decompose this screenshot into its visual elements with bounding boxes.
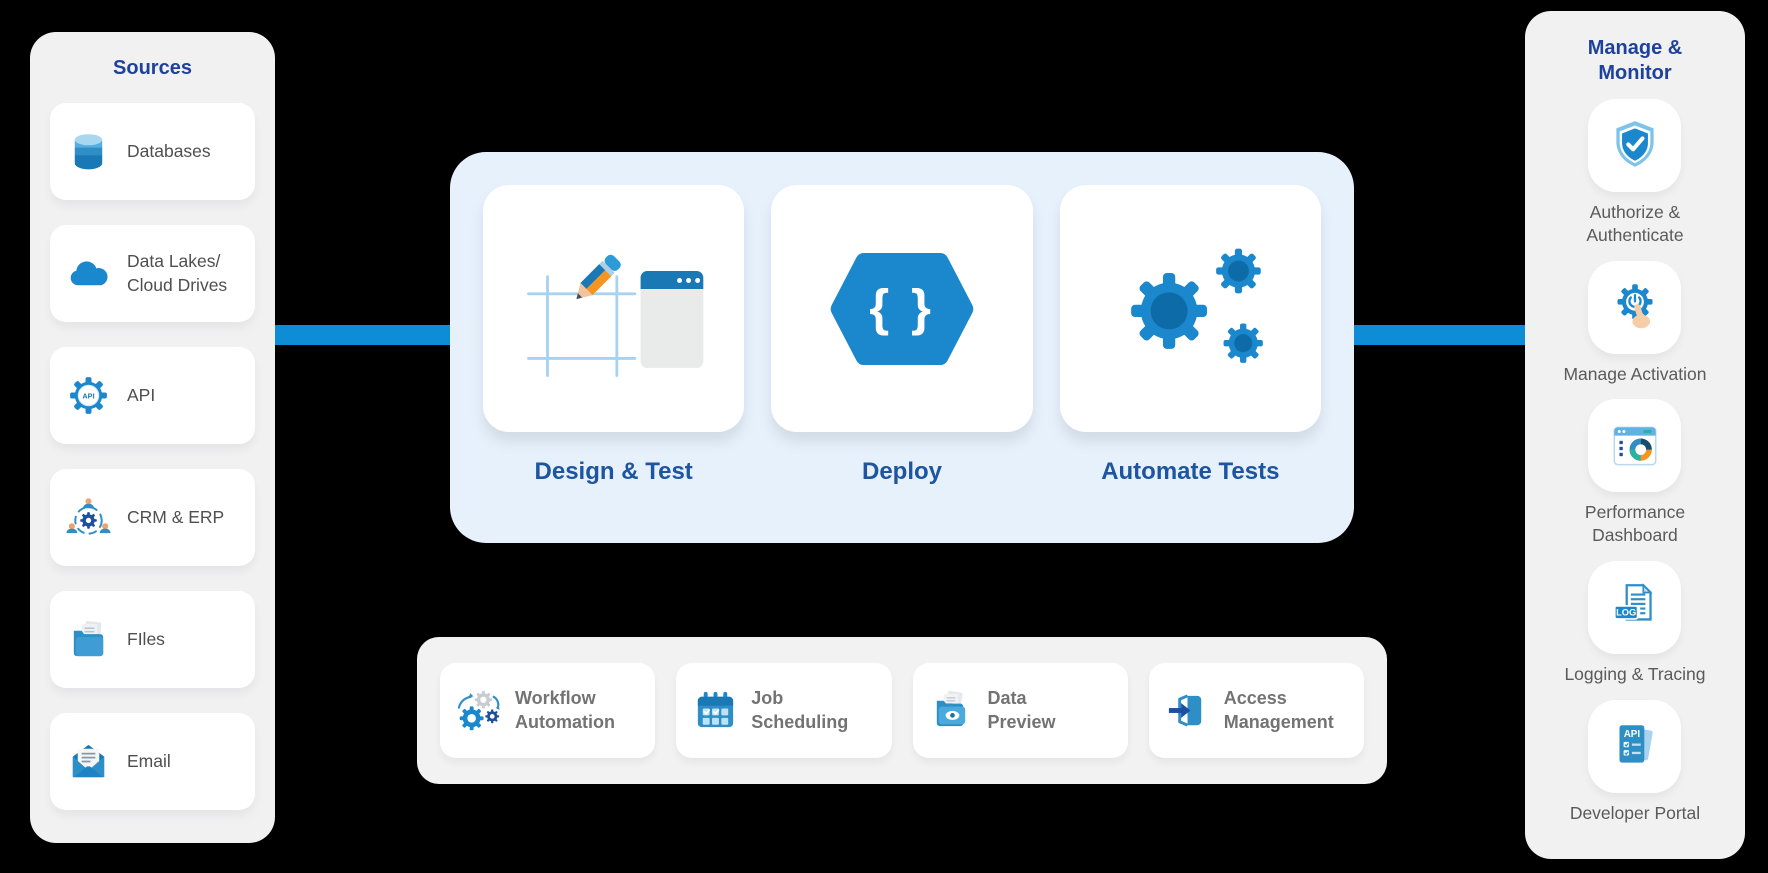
deploy-icon: { } [830, 252, 974, 365]
source-card-email: Email [50, 713, 255, 810]
svg-text:{ }: { } [869, 279, 935, 336]
developer-portal-icon: API [1619, 725, 1653, 763]
feature-label: Data Preview [987, 688, 1056, 732]
manage-tile: LOG [1588, 560, 1682, 654]
crm-erp-icon [66, 498, 111, 535]
stage-deploy: { } Deploy [771, 185, 1033, 543]
feature-workflow-automation: Workflow Automation [440, 663, 656, 758]
svg-text:API: API [82, 391, 94, 400]
stage-label: Automate Tests [1101, 458, 1280, 485]
manage-label: Logging & Tracing [1564, 663, 1706, 684]
feature-job-scheduling: Job Scheduling [676, 663, 892, 758]
manage-item-logging: LOG Logging & Tracing [1564, 560, 1706, 686]
feature-access-management: Access Management [1148, 663, 1364, 758]
connector-flow-to-manage [1354, 325, 1525, 345]
sources-panel: Sources Databases Data Lakes/ Cloud Driv… [30, 32, 275, 843]
manage-label: Performance Dashboard [1584, 502, 1686, 545]
source-card-crm-erp: CRM & ERP [50, 469, 255, 566]
source-card-databases: Databases [50, 103, 255, 200]
manage-item-performance: Performance Dashboard [1585, 399, 1685, 547]
features-panel: Workflow Automation Job Scheduling [417, 637, 1387, 784]
cloud-icon [70, 261, 108, 286]
data-preview-icon [936, 691, 965, 727]
manage-item-activation: Manage Activation [1563, 260, 1707, 386]
stage-card [1059, 185, 1321, 432]
access-management-icon [1168, 694, 1201, 727]
pipeline-panel: Design & Test { } Deploy [450, 152, 1354, 543]
sources-title: Sources [113, 57, 192, 79]
source-label: CRM & ERP [127, 506, 225, 527]
manage-monitor-panel: Manage & Monitor Authorize & Authenticat… [1525, 11, 1745, 859]
manage-label: Authorize & Authenticate [1586, 202, 1684, 245]
stage-label: Deploy [861, 458, 942, 485]
svg-text:LOG: LOG [1616, 608, 1636, 618]
job-scheduling-icon [698, 691, 734, 728]
design-test-icon [526, 254, 703, 377]
automate-tests-icon [1131, 248, 1264, 363]
stage-card [483, 185, 745, 432]
manage-item-developer-portal: API Developer Portal [1569, 699, 1701, 825]
feature-data-preview: Data Preview [912, 663, 1128, 758]
performance-dashboard-icon [1613, 426, 1657, 466]
api-gear-icon: API [70, 377, 107, 414]
manage-item-authorize: Authorize & Authenticate [1586, 99, 1684, 247]
sources-list: Databases Data Lakes/ Cloud Drives API A… [50, 103, 255, 810]
source-label: Email [127, 750, 171, 771]
manage-tile [1588, 99, 1682, 192]
workflow-automation-icon [457, 690, 500, 731]
source-card-data-lakes: Data Lakes/ Cloud Drives [50, 225, 255, 322]
activation-icon [1617, 284, 1653, 329]
stage-label: Design & Test [534, 458, 693, 485]
email-icon [72, 744, 105, 778]
source-label: Databases [127, 140, 211, 161]
source-card-files: FIles [50, 591, 255, 688]
source-card-api: API API [50, 347, 255, 444]
manage-label: Manage Activation [1563, 363, 1707, 384]
manage-tile [1588, 399, 1682, 493]
manage-label: Developer Portal [1569, 802, 1701, 823]
shield-check-icon [1616, 120, 1654, 167]
files-icon [73, 621, 104, 657]
stage-card: { } [771, 185, 1033, 432]
stage-design-test: Design & Test [483, 185, 745, 543]
source-label: FIles [127, 628, 165, 649]
feature-label: Access Management [1223, 688, 1334, 732]
svg-text:API: API [1624, 729, 1641, 740]
source-label: Data Lakes/ Cloud Drives [127, 251, 228, 295]
manage-list: Authorize & Authenticate Mana [1563, 99, 1707, 825]
manage-tile [1588, 260, 1682, 354]
manage-monitor-title: Manage & Monitor [1587, 37, 1683, 84]
database-icon [74, 134, 103, 170]
stage-automate-tests: Automate Tests [1059, 185, 1321, 543]
source-label: API [127, 384, 156, 405]
feature-label: Job Scheduling [751, 688, 849, 732]
logging-tracing-icon: LOG [1613, 583, 1653, 621]
feature-label: Workflow Automation [515, 688, 615, 732]
connector-sources-to-flow [275, 325, 450, 345]
manage-tile: API [1588, 699, 1682, 793]
